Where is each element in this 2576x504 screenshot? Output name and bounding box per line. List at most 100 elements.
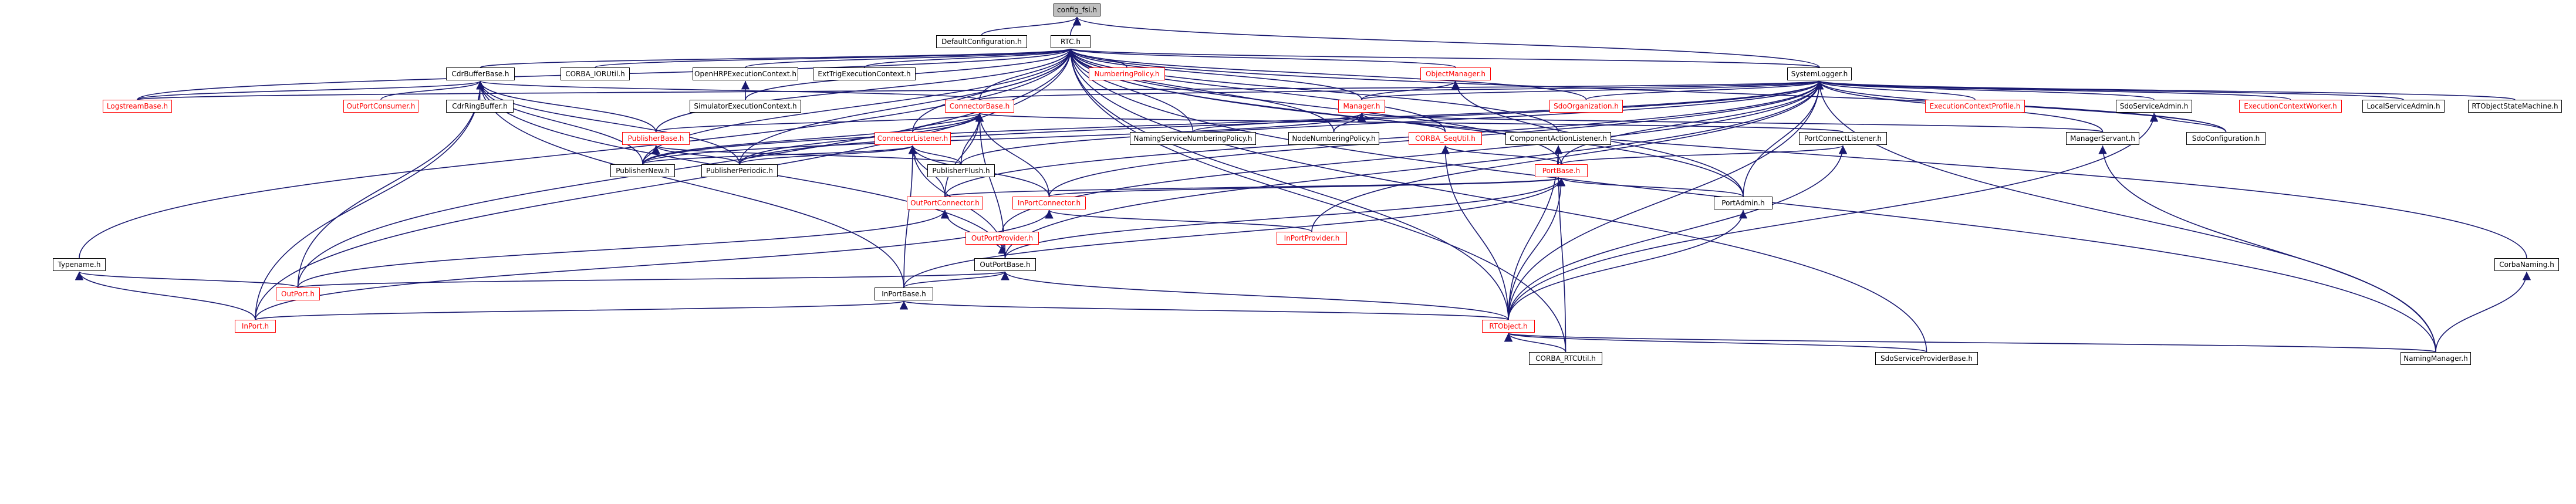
edge-ExecutionContextProfile_h-to-SystemLogger_h xyxy=(1815,80,1976,100)
edge-PortAdmin_h-to-SystemLogger_h xyxy=(1743,80,1824,197)
node-corba-naming-h[interactable]: CorbaNaming.h xyxy=(2494,258,2559,271)
node-port-connect-listener-h[interactable]: PortConnectListener.h xyxy=(1799,132,1887,145)
edge-PortConnectListener_h-to-ConnectorBase_h xyxy=(976,113,1844,133)
edge-PortBase_h-to-SystemLogger_h xyxy=(1561,80,1824,165)
node-outport-base-h[interactable]: OutPortBase.h xyxy=(974,258,1036,271)
edge-InPortBase_h-to-ConnectorListener_h xyxy=(903,145,917,288)
edge-InPort_h-to-Typename_h xyxy=(75,271,256,320)
edge-PublisherPeriodic_h-to-CdrBufferBase_h xyxy=(476,80,740,165)
node-outport-h[interactable]: OutPort.h xyxy=(276,287,320,300)
node-outport-connector-h[interactable]: OutPortConnector.h xyxy=(907,197,983,209)
node-typename-h[interactable]: Typename.h xyxy=(53,258,106,271)
edge-OutPort_h-to-OutPortConnector_h xyxy=(297,209,949,288)
edge-PortBase_h-to-PortConnectListener_h xyxy=(1561,145,1847,165)
edge-PortBase_h-to-RTC_h xyxy=(1066,48,1562,165)
edge-DefaultConfiguration_h-to-config_fsi_h xyxy=(981,16,1082,36)
node-sdo-configuration-h[interactable]: SdoConfiguration.h xyxy=(2186,132,2266,145)
node-component-action-listener-h[interactable]: ComponentActionListener.h xyxy=(1505,132,1611,145)
node-corba-rtcutil-h[interactable]: CORBA_RTCUtil.h xyxy=(1529,352,1602,365)
node-simulator-execution-context-h[interactable]: SimulatorExecutionContext.h xyxy=(690,100,801,113)
node-sdo-service-admin-h[interactable]: SdoServiceAdmin.h xyxy=(2116,100,2192,113)
edge-PublisherPeriodic_h-to-ConnectorListener_h xyxy=(739,145,917,165)
edge-NodeNumberingPolicy_h-to-RTC_h xyxy=(1066,48,1335,133)
node-sdo-service-provider-base-h[interactable]: SdoServiceProviderBase.h xyxy=(1875,352,1978,365)
node-connector-base-h[interactable]: ConnectorBase.h xyxy=(945,100,1014,113)
node-publisher-new-h[interactable]: PublisherNew.h xyxy=(610,164,675,177)
node-inport-connector-h[interactable]: InPortConnector.h xyxy=(1012,197,1086,209)
node-manager-servant-h[interactable]: ManagerServant.h xyxy=(2066,132,2139,145)
node-local-service-admin-h[interactable]: LocalServiceAdmin.h xyxy=(2362,100,2445,113)
edge-PortBase_h-to-CORBA_SeqUtil_h xyxy=(1441,145,1562,165)
edge-Manager_h-to-SystemLogger_h xyxy=(1361,80,1824,100)
node-system-logger-h[interactable]: SystemLogger.h xyxy=(1787,67,1852,80)
node-naming-service-numbering-policy-h[interactable]: NamingServiceNumberingPolicy.h xyxy=(1130,132,1256,145)
node-numbering-policy-h[interactable]: NumberingPolicy.h xyxy=(1089,67,1165,80)
node-inport-h[interactable]: InPort.h xyxy=(235,320,276,333)
node-port-admin-h[interactable]: PortAdmin.h xyxy=(1714,197,1773,209)
edge-CorbaNaming_h-to-RTC_h xyxy=(1066,48,2527,259)
edge-NamingServiceNumberingPolicy_h-to-Manager_h xyxy=(1192,113,1366,133)
node-default-configuration-h[interactable]: DefaultConfiguration.h xyxy=(936,35,1027,48)
edge-PublisherPeriodic_h-to-ConnectorBase_h xyxy=(739,113,984,165)
node-naming-manager-h[interactable]: NamingManager.h xyxy=(2401,352,2471,365)
edge-ConnectorBase_h-to-CdrBufferBase_h xyxy=(477,80,980,100)
node-cdr-ring-buffer-h[interactable]: CdrRingBuffer.h xyxy=(446,100,514,113)
node-port-base-h[interactable]: PortBase.h xyxy=(1535,164,1588,177)
node-execution-context-worker-h[interactable]: ExecutionContextWorker.h xyxy=(2239,100,2342,113)
node-publisher-flush-h[interactable]: PublisherFlush.h xyxy=(927,164,995,177)
node-inport-provider-h[interactable]: InPortProvider.h xyxy=(1277,232,1347,245)
edge-InPortConnector_h-to-PortBase_h xyxy=(1048,177,1565,197)
edge-RTObject_h-to-PortAdmin_h xyxy=(1508,209,1748,320)
edge-ComponentActionListener_h-to-RTC_h xyxy=(1066,48,1559,133)
node-manager-h[interactable]: Manager.h xyxy=(1338,100,1385,113)
node-execution-context-profile-h[interactable]: ExecutionContextProfile.h xyxy=(1925,100,2025,113)
edge-PublisherBase_h-to-ConnectorBase_h xyxy=(655,113,984,133)
edge-OutPort_h-to-CdrBufferBase_h xyxy=(297,80,485,288)
edge-RTObject_h-to-SystemLogger_h xyxy=(1508,80,1824,320)
node-corba-iorutil-h[interactable]: CORBA_IORUtil.h xyxy=(561,67,630,80)
edge-PublisherNew_h-to-Manager_h xyxy=(642,113,1366,165)
edge-OutPort_h-to-Typename_h xyxy=(75,271,299,288)
node-sdo-organization-h[interactable]: SdoOrganization.h xyxy=(1549,100,1623,113)
edge-LocalServiceAdmin_h-to-SystemLogger_h xyxy=(1815,80,2404,100)
edge-OpenHRPExecutionContext_h-to-RTC_h xyxy=(745,48,1075,68)
edge-RTObject_h-to-InPortBase_h xyxy=(900,300,1509,320)
edge-InPort_h-to-InPortConnector_h xyxy=(255,209,1054,320)
edge-OutPort_h-to-RTC_h xyxy=(297,48,1075,288)
node-publisher-base-h[interactable]: PublisherBase.h xyxy=(622,132,690,145)
edge-OutPortProvider_h-to-SystemLogger_h xyxy=(1001,80,1824,232)
edge-PublisherBase_h-to-CdrBufferBase_h xyxy=(476,80,657,133)
edge-OutPortBase_h-to-SystemLogger_h xyxy=(1004,80,1824,259)
node-exttrig-execution-context-h[interactable]: ExtTrigExecutionContext.h xyxy=(813,67,916,80)
edge-PublisherNew_h-to-CdrBufferBase_h xyxy=(476,80,643,165)
node-rtobject-state-machine-h[interactable]: RTObjectStateMachine.h xyxy=(2468,100,2562,113)
edge-NamingManager_h-to-RTObject_h xyxy=(1505,333,2436,353)
edge-NamingManager_h-to-SystemLogger_h xyxy=(1815,80,2436,353)
node-cdr-buffer-base-h[interactable]: CdrBufferBase.h xyxy=(446,67,515,80)
edge-LogstreamBase_h-to-CdrBufferBase_h xyxy=(137,80,485,100)
edge-SdoOrganization_h-to-RTC_h xyxy=(1066,48,1587,100)
node-outport-provider-h[interactable]: OutPortProvider.h xyxy=(965,232,1039,245)
node-logstream-base-h[interactable]: LogstreamBase.h xyxy=(103,100,172,113)
node-inport-base-h[interactable]: InPortBase.h xyxy=(875,287,933,300)
edge-PublisherNew_h-to-ConnectorListener_h xyxy=(642,145,917,165)
node-openhrp-execution-context-h[interactable]: OpenHRPExecutionContext.h xyxy=(693,67,798,80)
edge-OutPortConnector_h-to-SystemLogger_h xyxy=(944,80,1824,197)
edge-OutPortBase_h-to-OutPortProvider_h xyxy=(998,245,1007,259)
node-outport-consumer-h[interactable]: OutPortConsumer.h xyxy=(343,100,418,113)
node-node-numbering-policy-h[interactable]: NodeNumberingPolicy.h xyxy=(1288,132,1379,145)
node-rtc-h[interactable]: RTC.h xyxy=(1051,35,1091,48)
node-rtobject-h[interactable]: RTObject.h xyxy=(1482,320,1535,333)
edge-InPort_h-to-CdrBufferBase_h xyxy=(255,80,485,320)
edge-PublisherNew_h-to-SystemLogger_h xyxy=(642,80,1824,165)
edge-CORBA_RTCUtil_h-to-RTC_h xyxy=(1066,48,1566,353)
edge-InPortProvider_h-to-SystemLogger_h xyxy=(1311,80,1824,232)
node-corba-sequtil-h[interactable]: CORBA_SeqUtil.h xyxy=(1409,132,1482,145)
node-object-manager-h[interactable]: ObjectManager.h xyxy=(1420,67,1491,80)
edge-NamingManager_h-to-CorbaNaming_h xyxy=(2435,271,2531,353)
node-connector-listener-h[interactable]: ConnectorListener.h xyxy=(875,132,951,145)
edge-PublisherBase_h-to-RTC_h xyxy=(655,48,1075,133)
node-publisher-periodic-h[interactable]: PublisherPeriodic.h xyxy=(701,164,778,177)
edge-SdoOrganization_h-to-SystemLogger_h xyxy=(1585,80,1824,100)
